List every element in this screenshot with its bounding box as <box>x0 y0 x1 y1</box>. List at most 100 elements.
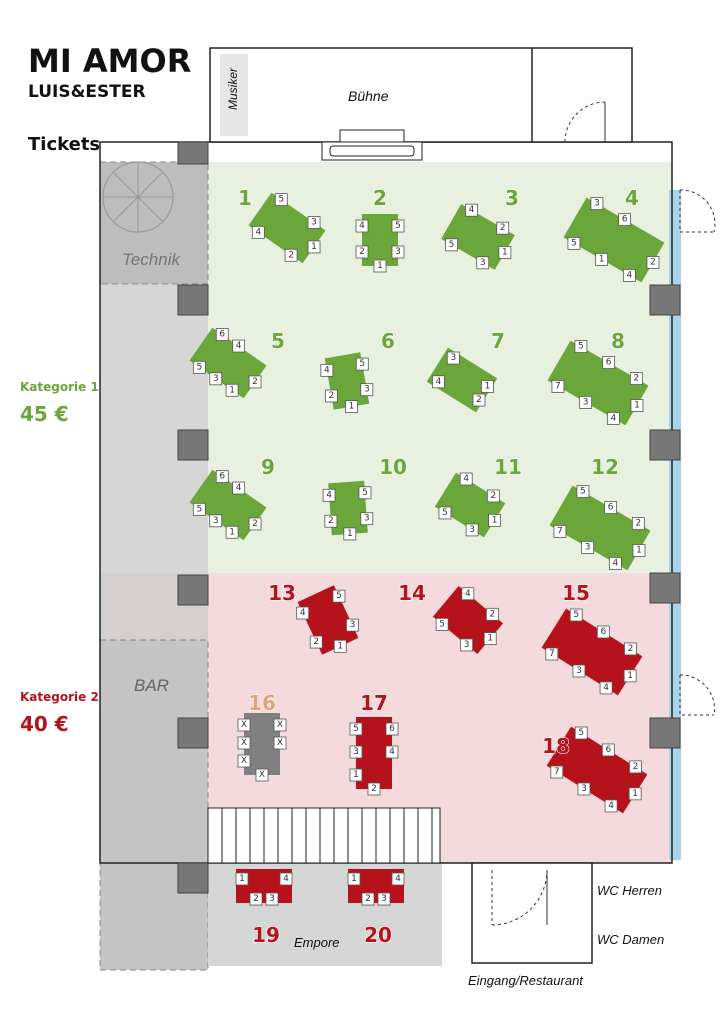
seat[interactable]: 5 <box>332 589 346 603</box>
seat[interactable]: 2 <box>355 245 369 259</box>
seat[interactable]: 3 <box>391 245 405 259</box>
seat[interactable]: 4 <box>608 557 622 570</box>
seat[interactable]: 5 <box>192 360 206 374</box>
seat[interactable]: 2 <box>629 760 642 774</box>
seat[interactable]: 2 <box>309 635 323 649</box>
seat[interactable]: 6 <box>602 356 616 369</box>
seat[interactable]: 4 <box>385 745 399 759</box>
seat[interactable]: 1 <box>333 639 347 653</box>
seat[interactable]: 4 <box>279 872 293 886</box>
seat[interactable]: 5 <box>569 608 583 622</box>
seat[interactable]: 4 <box>232 339 246 353</box>
seat[interactable]: 3 <box>579 396 593 409</box>
seat[interactable]: 5 <box>567 237 581 250</box>
seat[interactable]: 6 <box>618 213 632 226</box>
seat[interactable]: 2 <box>248 517 262 531</box>
seat[interactable]: 2 <box>496 221 510 235</box>
seat[interactable]: 2 <box>485 607 499 621</box>
seat[interactable]: 4 <box>465 203 478 217</box>
seat[interactable]: X <box>255 768 269 782</box>
seat[interactable]: 2 <box>284 248 298 262</box>
seat[interactable]: 6 <box>604 501 618 514</box>
seat[interactable]: 5 <box>576 485 590 498</box>
seat[interactable]: 1 <box>373 259 387 273</box>
seat[interactable]: 2 <box>324 514 338 528</box>
seat[interactable]: 3 <box>446 351 460 365</box>
table-4[interactable]: 5 3 1 6 42 <box>559 190 675 293</box>
seat[interactable]: 3 <box>307 216 321 229</box>
seat[interactable]: 1 <box>628 787 642 801</box>
seat[interactable]: 7 <box>553 525 567 538</box>
seat[interactable]: 1 <box>595 253 609 266</box>
seat[interactable]: 2 <box>486 489 500 503</box>
seat[interactable]: 1 <box>498 246 512 259</box>
seat[interactable]: 4 <box>606 412 620 425</box>
seat[interactable]: 5 <box>438 506 452 520</box>
seat[interactable]: 1 <box>488 513 501 527</box>
seat[interactable]: 5 <box>349 722 363 736</box>
seat[interactable]: 2 <box>324 389 338 403</box>
seat[interactable]: X <box>237 754 251 768</box>
seat[interactable]: 3 <box>577 782 591 796</box>
seat[interactable]: 3 <box>377 892 391 906</box>
seat[interactable]: 1 <box>347 872 361 886</box>
seat[interactable]: 4 <box>296 606 310 620</box>
seat[interactable]: 3 <box>590 197 604 210</box>
seat[interactable]: 1 <box>481 380 494 393</box>
seat[interactable]: 3 <box>349 745 363 759</box>
seat[interactable]: 1 <box>630 399 644 412</box>
seat[interactable]: 3 <box>581 541 595 554</box>
seat[interactable]: 5 <box>391 219 405 233</box>
seat[interactable]: 4 <box>251 225 265 239</box>
seat[interactable]: 1 <box>225 525 239 539</box>
seat[interactable]: 4 <box>599 681 613 695</box>
seat[interactable]: 3 <box>209 372 223 386</box>
seat[interactable]: 7 <box>551 380 565 393</box>
seat[interactable]: 2 <box>367 782 381 796</box>
seat[interactable]: 4 <box>459 472 473 486</box>
table-13[interactable]: 4 5 2 3 1 <box>290 582 369 665</box>
seat[interactable]: 3 <box>360 512 374 526</box>
seat[interactable]: 2 <box>646 256 660 269</box>
seat[interactable]: 3 <box>209 514 223 528</box>
seat[interactable]: 2 <box>629 372 643 385</box>
seat[interactable]: 6 <box>601 743 615 757</box>
seat[interactable]: 1 <box>349 768 363 782</box>
seat[interactable]: 2 <box>472 393 486 407</box>
seat[interactable]: 2 <box>248 375 262 389</box>
seat[interactable]: 4 <box>391 872 405 886</box>
seat[interactable]: 4 <box>432 375 445 389</box>
seat[interactable]: 4 <box>322 488 336 502</box>
seat[interactable]: 3 <box>572 664 586 678</box>
seat[interactable]: 1 <box>632 544 646 557</box>
seat[interactable]: 3 <box>346 618 359 632</box>
seat[interactable]: X <box>273 718 287 732</box>
seat[interactable]: 4 <box>355 219 369 233</box>
seat[interactable]: 4 <box>622 269 636 282</box>
seat[interactable]: 5 <box>358 486 372 500</box>
seat[interactable]: 4 <box>604 799 618 813</box>
table-7[interactable]: 43 21 <box>426 346 502 417</box>
seat[interactable]: 6 <box>596 625 610 639</box>
seat[interactable]: 3 <box>460 638 474 652</box>
seat[interactable]: 2 <box>249 892 263 906</box>
seat[interactable]: 1 <box>307 240 321 254</box>
seat[interactable]: X <box>237 736 251 750</box>
seat[interactable]: 5 <box>445 238 458 252</box>
seat[interactable]: 3 <box>360 383 374 397</box>
seat[interactable]: 6 <box>385 722 399 736</box>
